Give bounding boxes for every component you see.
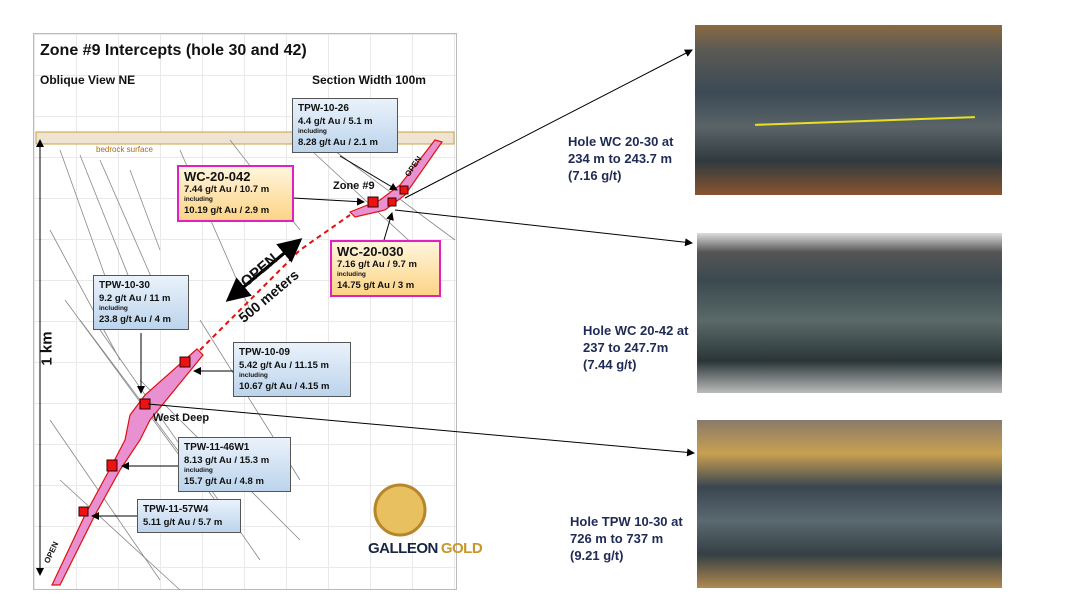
scale-label: 1 km — [38, 331, 56, 366]
bedrock-label: bedrock surface — [96, 145, 153, 154]
grade: 5.42 g/t Au / 11.15 m — [239, 360, 329, 371]
intercept-box-tpw-10-26: TPW-10-26 4.4 g/t Au / 5.1 m including 8… — [292, 98, 398, 153]
core-photo-tpw-10-30 — [697, 420, 1002, 588]
view-label: Oblique View NE — [40, 73, 136, 87]
core-label-line: Hole WC 20-30 at — [568, 134, 674, 149]
hole-id: TPW-10-30 — [99, 280, 150, 291]
core-label-line: (7.16 g/t) — [568, 168, 622, 183]
core-label-wc-20-30: Hole WC 20-30 at 234 m to 243.7 m (7.16 … — [568, 133, 673, 184]
core-photo-wc-20-30 — [695, 25, 1002, 195]
west-deep-label: West Deep — [153, 412, 210, 424]
intercept-box-wc-20-030: WC-20-030 7.16 g/t Au / 9.7 m including … — [330, 240, 441, 297]
core-label-line: (7.44 g/t) — [583, 357, 637, 372]
sub-grade: 23.8 g/t Au / 4 m — [99, 314, 171, 325]
core-label-line: 237 to 247.7m — [583, 340, 669, 355]
core-label-line: Hole WC 20-42 at — [583, 323, 689, 338]
diagram-title: Zone #9 Intercepts (hole 30 and 42) — [40, 42, 307, 59]
logo-word-galleon: GALLEON — [368, 540, 438, 557]
section-width-label: Section Width 100m — [312, 73, 426, 87]
zone-9-label: Zone #9 — [333, 180, 375, 192]
logo-word-gold: GOLD — [440, 540, 483, 557]
sub-grade: 14.75 g/t Au / 3 m — [337, 280, 415, 291]
intercept-box-tpw-10-09: TPW-10-09 5.42 g/t Au / 11.15 m includin… — [233, 342, 351, 397]
west-deep-shape — [51, 348, 204, 586]
including-label: including — [184, 196, 213, 203]
intercept-box-tpw-11-46w1: TPW-11-46W1 8.13 g/t Au / 15.3 m includi… — [178, 437, 291, 492]
core-label-line: 234 m to 243.7 m — [568, 151, 673, 166]
core-label-wc-20-42: Hole WC 20-42 at 237 to 247.7m (7.44 g/t… — [583, 322, 688, 373]
hole-id: WC-20-030 — [337, 244, 404, 259]
hole-id: TPW-11-46W1 — [184, 442, 250, 453]
sub-grade: 15.7 g/t Au / 4.8 m — [184, 476, 264, 487]
leader-arrows — [36, 49, 695, 576]
core-label-line: 726 m to 737 m — [570, 531, 664, 546]
including-label: including — [184, 467, 213, 474]
sub-grade: 8.28 g/t Au / 2.1 m — [298, 137, 378, 148]
grade: 4.4 g/t Au / 5.1 m — [298, 116, 373, 127]
including-label: including — [239, 372, 268, 379]
core-label-tpw-10-30: Hole TPW 10-30 at 726 m to 737 m (9.21 g… — [570, 513, 683, 564]
sub-grade: 10.19 g/t Au / 2.9 m — [184, 205, 270, 216]
grade: 7.44 g/t Au / 10.7 m — [184, 184, 270, 195]
intercept-box-wc-20-042: WC-20-042 7.44 g/t Au / 10.7 m including… — [177, 165, 294, 222]
core-label-line: (9.21 g/t) — [570, 548, 624, 563]
hole-id: WC-20-042 — [184, 169, 251, 184]
open-dashed-link — [199, 214, 351, 351]
galleon-logo-emblem — [373, 483, 427, 537]
hole-id: TPW-10-26 — [298, 103, 349, 114]
grade: 5.11 g/t Au / 5.7 m — [143, 517, 223, 528]
core-marker-line — [755, 116, 975, 126]
intercept-box-tpw-10-30: TPW-10-30 9.2 g/t Au / 11 m including 23… — [93, 275, 189, 330]
including-label: including — [337, 271, 366, 278]
hole-id: TPW-11-57W4 — [143, 504, 209, 515]
hole-id: TPW-10-09 — [239, 347, 290, 358]
including-label: including — [99, 305, 128, 312]
grade: 9.2 g/t Au / 11 m — [99, 293, 171, 304]
sub-grade: 10.67 g/t Au / 4.15 m — [239, 381, 330, 392]
drill-traces — [49, 139, 456, 591]
grade: 7.16 g/t Au / 9.7 m — [337, 259, 417, 270]
core-label-line: Hole TPW 10-30 at — [570, 514, 683, 529]
grade: 8.13 g/t Au / 15.3 m — [184, 455, 270, 466]
intercept-box-tpw-11-57w4: TPW-11-57W4 5.11 g/t Au / 5.7 m — [137, 499, 241, 533]
core-photo-wc-20-42 — [697, 233, 1002, 393]
including-label: including — [298, 128, 327, 135]
